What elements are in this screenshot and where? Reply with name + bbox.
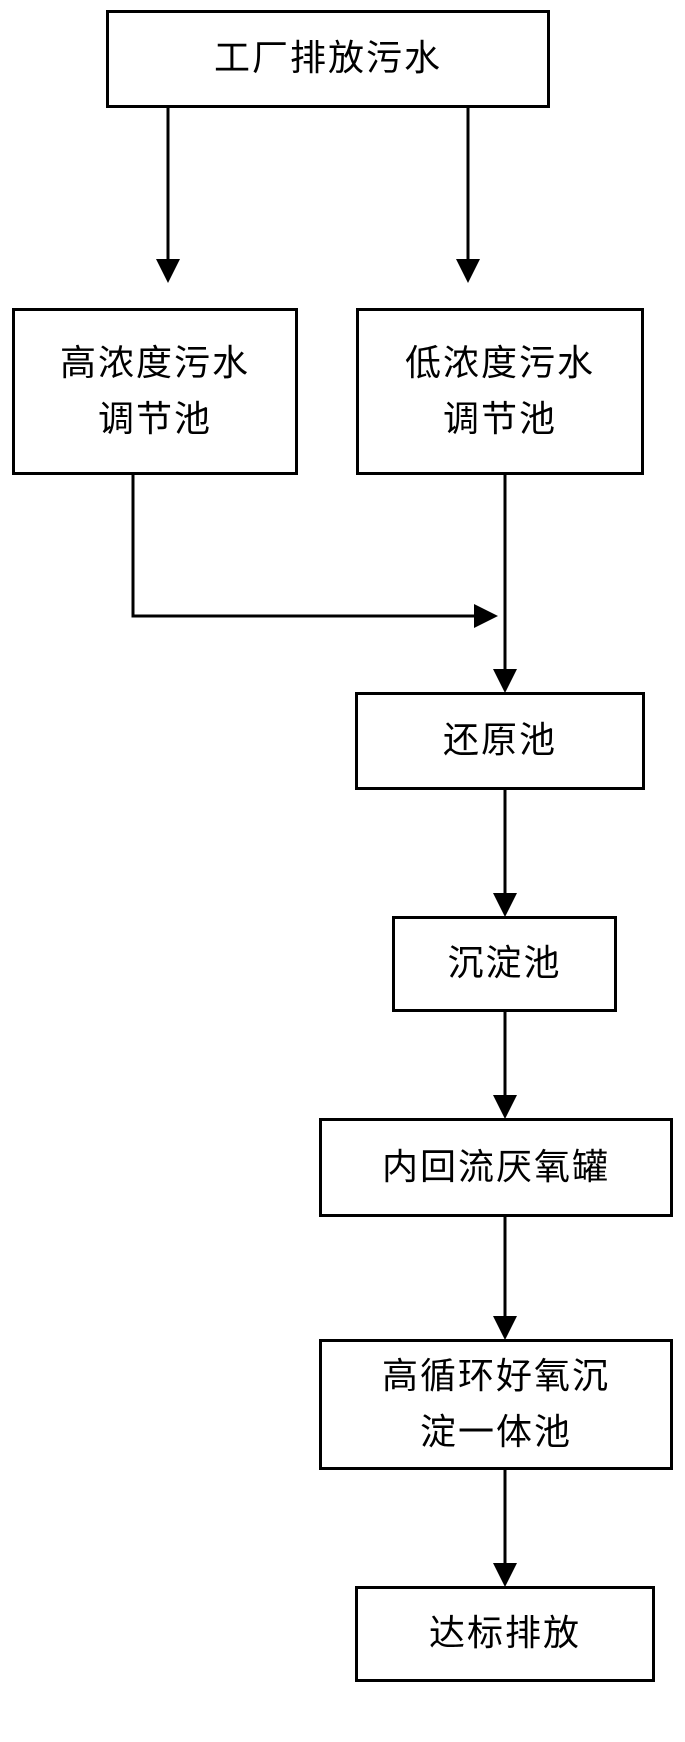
node-discharge-label: 达标排放 (428, 1613, 581, 1654)
node-anaerobic-label: 内回流厌氧罐 (381, 1146, 610, 1188)
node-sedimentation-tank: 沉淀池 (392, 916, 617, 1012)
node-compliant-discharge: 达标排放 (355, 1586, 655, 1682)
node-high-label-line1: 高浓度污水 (59, 342, 250, 384)
node-low-concentration-tank: 低浓度污水 调节池 (356, 308, 644, 475)
node-aerobic-label-line2: 淀一体池 (419, 1411, 572, 1453)
node-anaerobic-tank: 内回流厌氧罐 (319, 1118, 673, 1217)
node-reduction-tank: 还原池 (355, 692, 645, 790)
node-high-concentration-tank: 高浓度污水 调节池 (12, 308, 298, 475)
node-high-label-line2: 调节池 (97, 398, 212, 440)
arrow-high-to-merge (131, 475, 498, 628)
node-low-label-line1: 低浓度污水 (404, 342, 595, 384)
node-aerobic-tank: 高循环好氧沉 淀一体池 (319, 1339, 673, 1470)
node-reduction-label: 还原池 (442, 720, 557, 761)
node-factory-label: 工厂排放污水 (213, 38, 442, 79)
node-aerobic-label-line1: 高循环好氧沉 (381, 1355, 610, 1397)
node-factory-wastewater: 工厂排放污水 (106, 10, 550, 108)
node-low-label-line2: 调节池 (442, 398, 557, 440)
node-sedimentation-label: 沉淀池 (447, 943, 562, 984)
